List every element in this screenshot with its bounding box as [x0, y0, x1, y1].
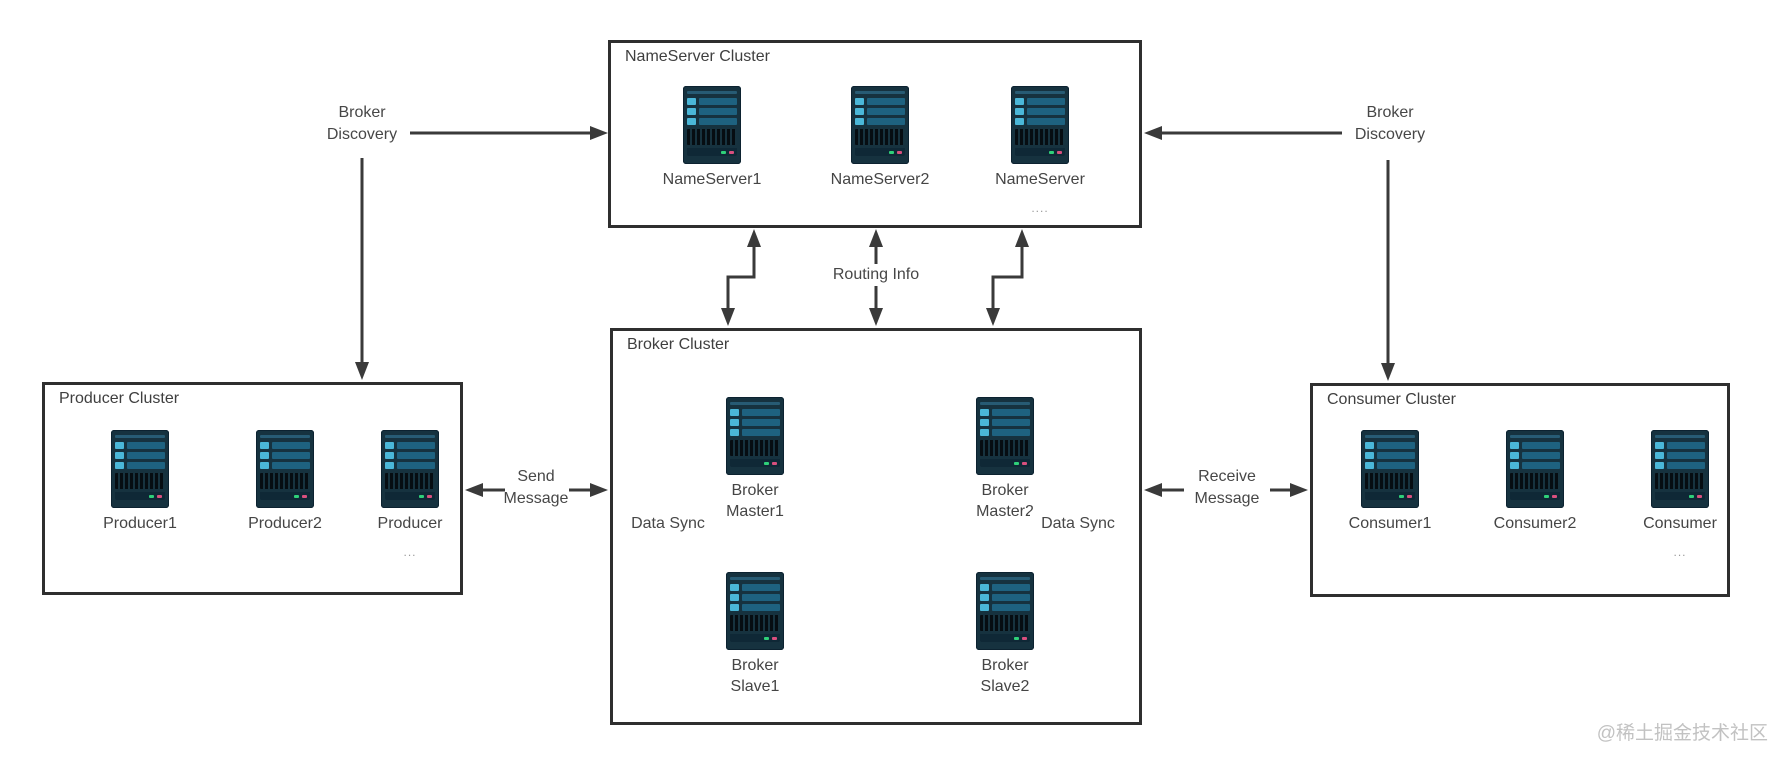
consumer-cluster-title: Consumer Cluster [1327, 391, 1456, 408]
consumer1-node: Consumer1 [1330, 430, 1450, 534]
node-label: Broker Master2 [976, 482, 1034, 520]
nameserver-cluster-title: NameServer Cluster [625, 48, 770, 65]
more-nodes-ellipsis: ... [403, 545, 417, 559]
label-data-sync-right: Data Sync [1030, 513, 1126, 535]
more-nodes-ellipsis: .... [1031, 201, 1049, 215]
nameserver2-node: NameServer2 [820, 86, 940, 190]
broker-cluster-title: Broker Cluster [627, 336, 730, 353]
node-label: Consumer [1643, 515, 1717, 532]
node-label: Broker Master1 [726, 482, 784, 520]
server-icon [256, 430, 314, 508]
server-icon [1506, 430, 1564, 508]
nameserver1-node: NameServer1 [652, 86, 772, 190]
label-send-message: Send Message [503, 468, 569, 507]
server-icon [726, 572, 784, 650]
arrow-broker-discovery-right [1144, 126, 1395, 381]
label-routing-info: Routing Info [821, 264, 931, 286]
server-icon [976, 397, 1034, 475]
server-icon [1011, 86, 1069, 164]
server-icon [1651, 430, 1709, 508]
label-data-sync-left: Data Sync [620, 513, 716, 535]
server-icon [726, 397, 784, 475]
label-broker-discovery-left: Broker Discovery [326, 104, 398, 143]
server-icon [851, 86, 909, 164]
producer-n-node: Producer ... [350, 430, 470, 559]
more-nodes-ellipsis: ... [1673, 545, 1687, 559]
server-icon [976, 572, 1034, 650]
server-icon [1361, 430, 1419, 508]
label-receive-message: Receive Message [1194, 468, 1260, 507]
arrow-broker-discovery-left [355, 126, 608, 380]
nameserver-n-node: NameServer .... [980, 86, 1100, 215]
consumer-n-node: Consumer ... [1620, 430, 1740, 559]
watermark: @稀土掘金技术社区 [1596, 723, 1768, 744]
label-broker-discovery-right: Broker Discovery [1354, 104, 1426, 143]
broker-slave2-node: Broker Slave2 [945, 572, 1065, 697]
node-label: Producer [377, 515, 443, 532]
server-icon [381, 430, 439, 508]
node-label: Producer1 [103, 515, 177, 532]
producer2-node: Producer2 [225, 430, 345, 534]
node-label: NameServer2 [830, 171, 930, 188]
arrow-routing-info-right [986, 229, 1029, 326]
server-icon [111, 430, 169, 508]
node-label: Broker Slave1 [730, 657, 780, 695]
broker-slave1-node: Broker Slave1 [695, 572, 815, 697]
broker-master2-node: Broker Master2 [945, 397, 1065, 522]
node-label: NameServer1 [662, 171, 762, 188]
node-label: Producer2 [248, 515, 322, 532]
node-label: Broker Slave2 [980, 657, 1030, 695]
arrow-routing-info-left [721, 229, 761, 326]
consumer2-node: Consumer2 [1475, 430, 1595, 534]
server-icon [683, 86, 741, 164]
node-label: Consumer1 [1348, 515, 1432, 532]
producer-cluster-title: Producer Cluster [59, 390, 180, 407]
producer1-node: Producer1 [80, 430, 200, 534]
node-label: Consumer2 [1493, 515, 1577, 532]
node-label: NameServer [995, 171, 1085, 188]
broker-master1-node: Broker Master1 [695, 397, 815, 522]
